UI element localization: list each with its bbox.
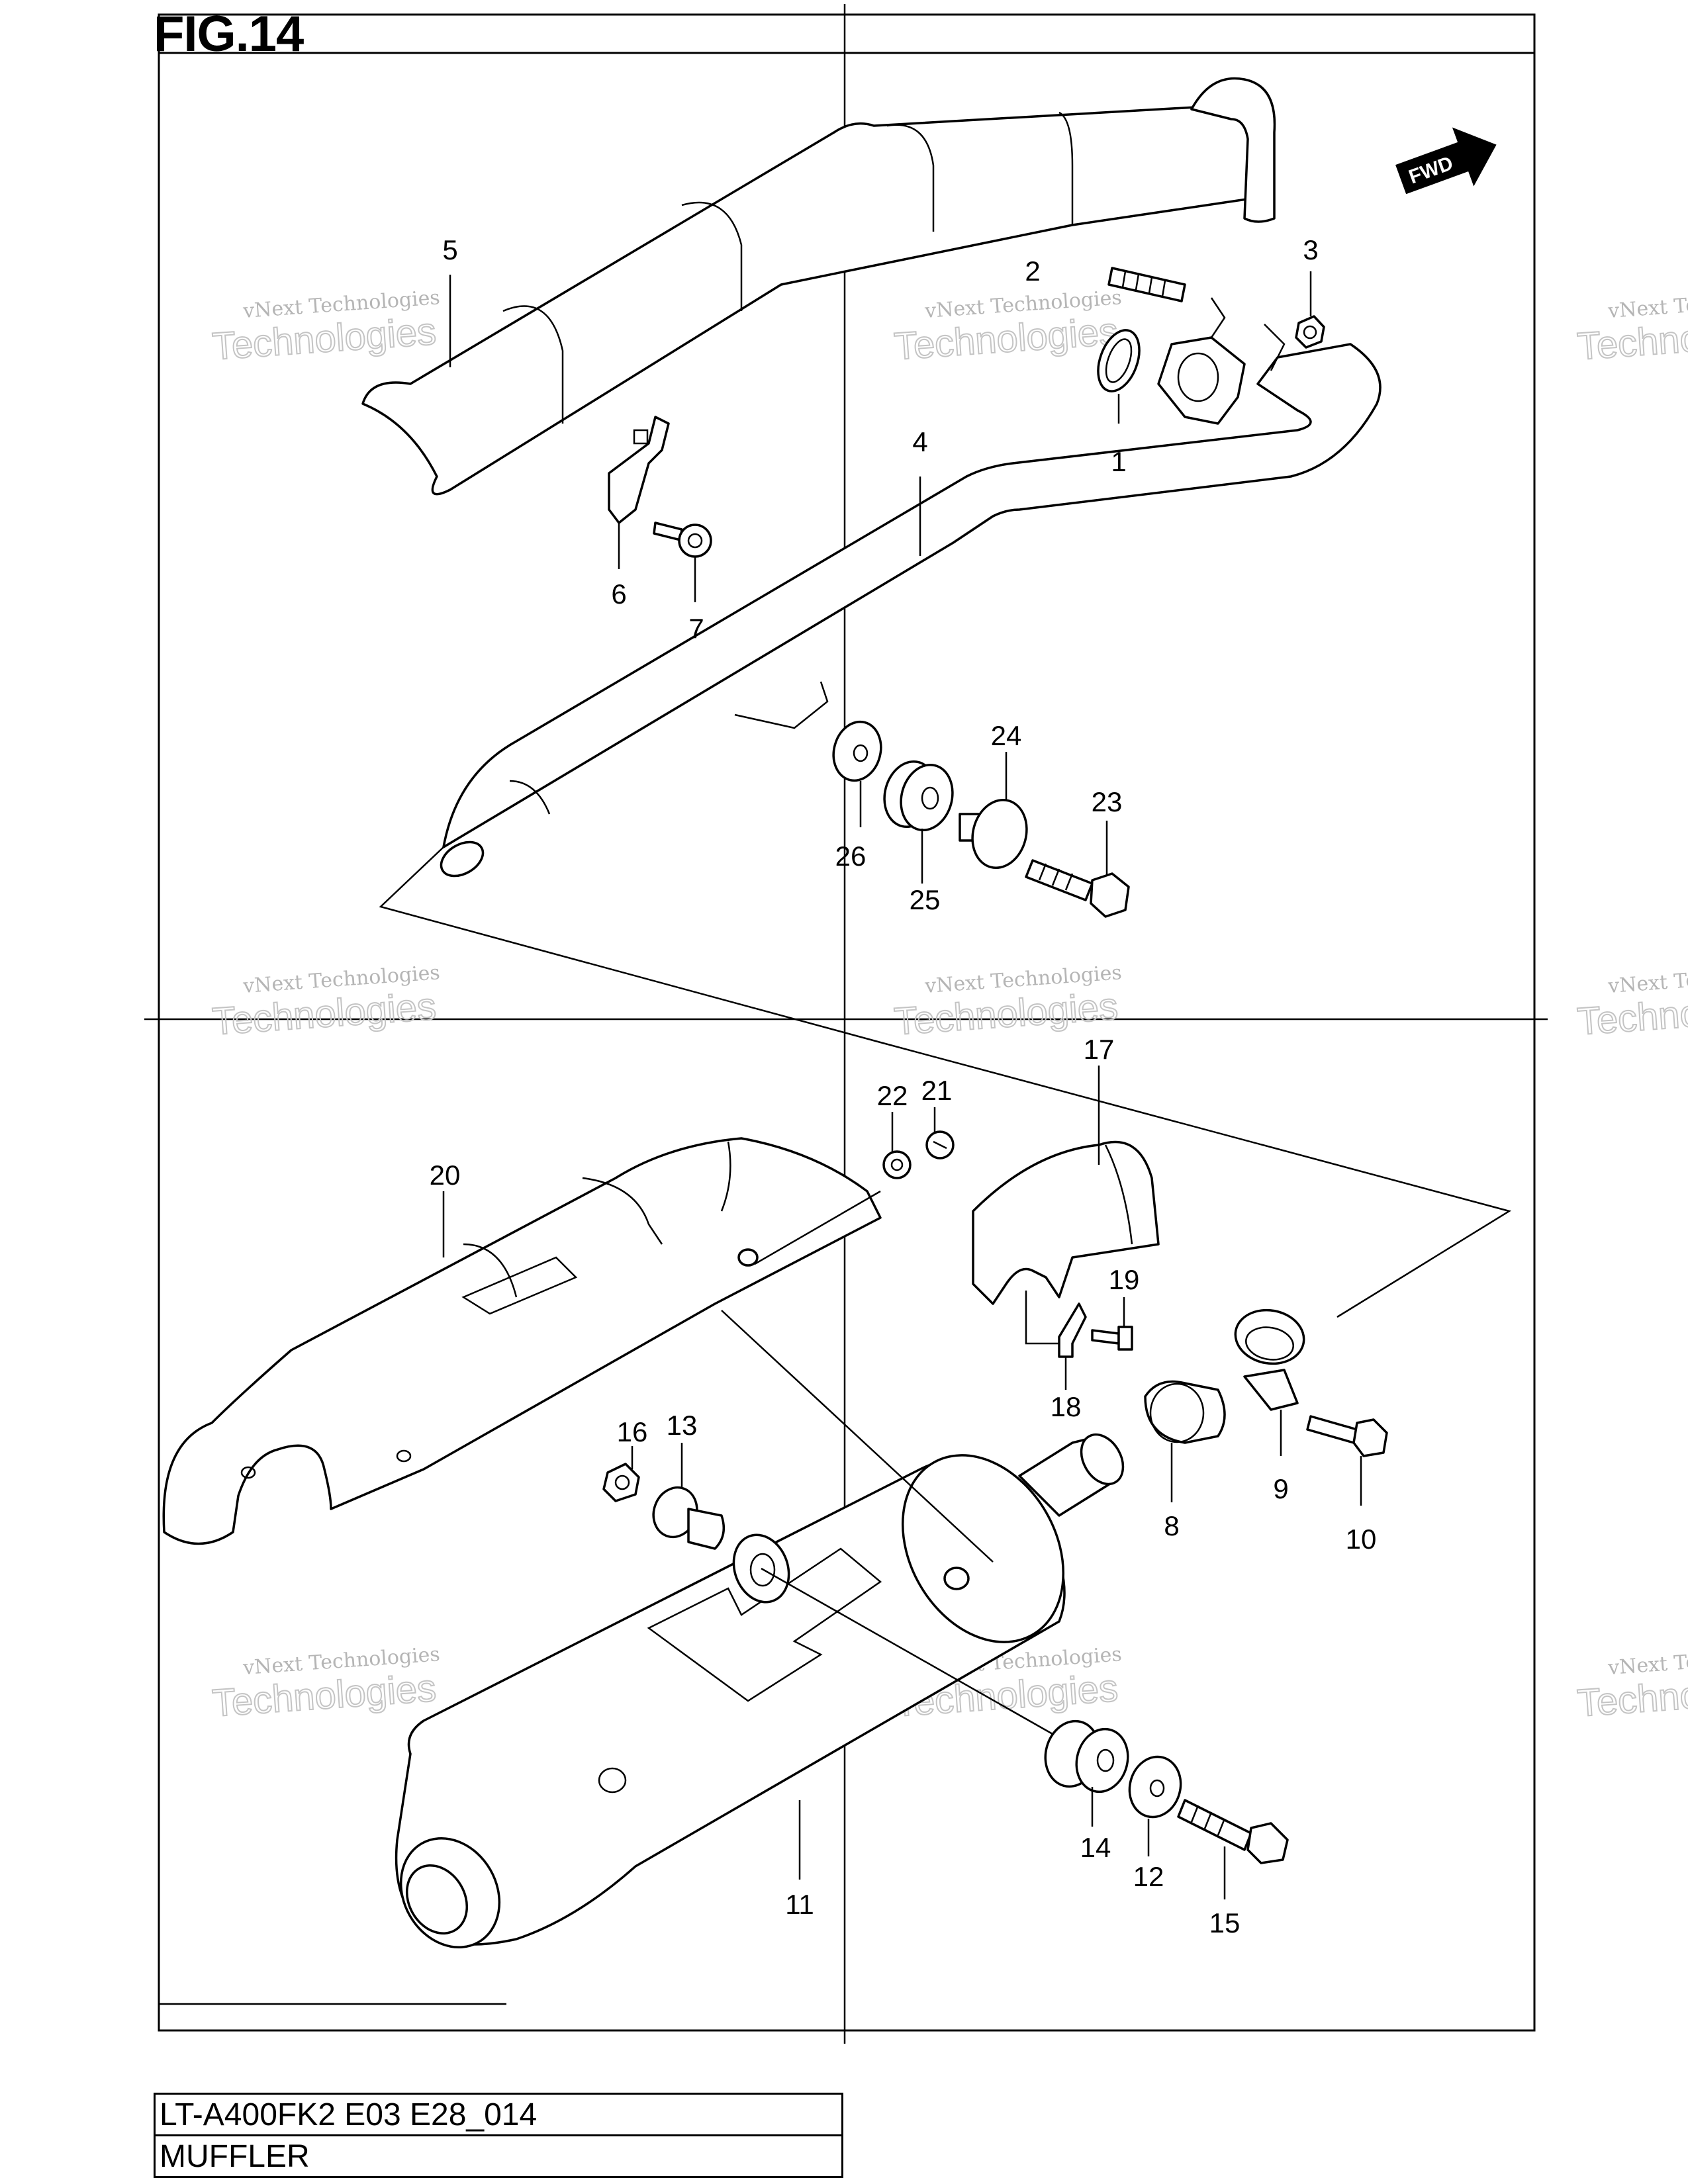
callout-23: 23: [1092, 786, 1123, 817]
lower-reference-lines: [721, 1310, 1053, 1735]
part-23-bolt: [1025, 859, 1130, 918]
callout-6: 6: [611, 578, 626, 610]
callout-7: 7: [688, 613, 704, 644]
fwd-arrow-icon: FWD: [1395, 127, 1497, 195]
callout-12: 12: [1133, 1861, 1164, 1892]
part-26-washer: [832, 720, 882, 782]
callout-26: 26: [835, 841, 867, 872]
callout-1: 1: [1111, 446, 1126, 477]
part-13-collar: [652, 1486, 726, 1550]
figure-title: FIG.14: [154, 6, 304, 62]
part-14-grommet: [1044, 1719, 1129, 1794]
part-20-muffler-shield: [162, 1137, 882, 1545]
leader-lines: [442, 271, 1362, 1899]
callout-20: 20: [430, 1160, 461, 1191]
callout-8: 8: [1164, 1510, 1179, 1541]
part-16-nut: [602, 1463, 640, 1502]
part-5-heat-shield: [361, 85, 1259, 496]
part-21-screw: [925, 1130, 955, 1160]
part-3-nut: [1295, 315, 1325, 349]
callout-2: 2: [1025, 255, 1040, 287]
callout-21: 21: [921, 1075, 953, 1106]
callout-10: 10: [1346, 1524, 1377, 1555]
callout-25: 25: [910, 884, 941, 915]
callout-5: 5: [442, 234, 457, 265]
part-6-bracket: [608, 416, 670, 524]
part-17-clamp-cover: [972, 1140, 1160, 1305]
callout-15: 15: [1209, 1907, 1241, 1938]
section-name: MUFFLER: [154, 2134, 843, 2178]
watermark-text: vNext Technologies: [1607, 286, 1688, 323]
callout-22: 22: [877, 1080, 908, 1111]
part-10-bolt: [1306, 1415, 1388, 1457]
callout-labels: 5 2 3 1 4 6 7 24 23 26 25 17 22 21 20 19…: [430, 234, 1377, 1938]
callout-17: 17: [1084, 1034, 1115, 1065]
callout-19: 19: [1109, 1264, 1140, 1295]
part-8-seal: [1144, 1380, 1226, 1444]
part-25-grommet: [883, 760, 954, 832]
pipe-bend: [1190, 77, 1276, 223]
part-22-nut: [882, 1150, 912, 1179]
watermark-text: vNext Technologies: [1607, 1643, 1688, 1680]
model-line: LT-A400FK2 E03 E28_014: [154, 2093, 843, 2136]
callout-3: 3: [1303, 234, 1318, 265]
callout-11: 11: [785, 1889, 814, 1920]
part-pipe-flange: [1157, 297, 1286, 425]
part-24-collar: [959, 798, 1028, 870]
part-2-stud-bolt: [1107, 267, 1186, 302]
callout-4: 4: [912, 426, 927, 457]
part-9-clamp: [1234, 1308, 1305, 1411]
part-19-bolt: [1091, 1326, 1133, 1351]
part-12-washer: [1128, 1755, 1182, 1819]
callout-24: 24: [991, 720, 1022, 751]
callout-9: 9: [1273, 1473, 1288, 1504]
callout-14: 14: [1080, 1832, 1111, 1863]
part-15-bolt: [1177, 1799, 1289, 1864]
part-1-gasket: [1097, 329, 1141, 392]
watermark-text: vNext Technologies: [1607, 961, 1688, 998]
callout-18: 18: [1051, 1391, 1082, 1422]
part-7-bolt: [653, 522, 712, 558]
callout-13: 13: [667, 1410, 698, 1441]
callout-16: 16: [617, 1416, 648, 1447]
reference-lines: [379, 846, 1512, 1318]
part-18-bracket: [1025, 1291, 1087, 1358]
